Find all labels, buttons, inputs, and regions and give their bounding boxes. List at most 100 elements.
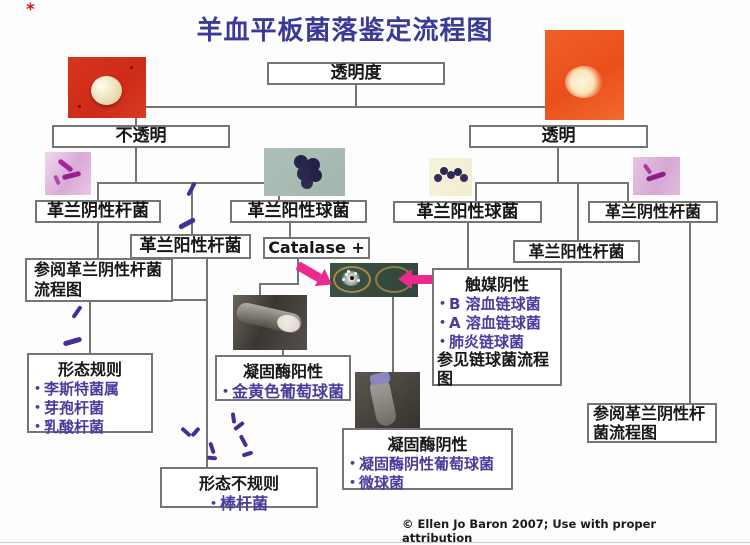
node-see-gram-neg-left: 参阅革兰阴性杆菌 流程图: [25, 258, 173, 302]
connector-line: [689, 222, 691, 405]
connector-line: [475, 182, 629, 184]
arrow-left-icon: [398, 269, 436, 289]
panel-catalase-negative: 触媒阴性 B 溶血链球菌 A 溶血链球菌 肺炎链球菌 参见链球菌流程图: [432, 268, 562, 388]
bacillus-doodle: [177, 217, 197, 230]
connector-line: [259, 283, 299, 285]
connector-line: [577, 182, 579, 241]
connector-line: [392, 296, 394, 374]
coagulase-tube-negative-photo: [355, 372, 420, 428]
panel-list: 棒杆菌: [165, 494, 313, 514]
bacillus-doodle: [230, 412, 237, 424]
gram-stain-rods-left-photo: [45, 152, 91, 195]
arrow-head: [398, 269, 412, 289]
coccus: [460, 174, 468, 182]
node-label: 不透明: [115, 126, 167, 147]
panel-morphology-regular: 形态规则 李斯特菌属 芽孢杆菌 乳酸杆菌: [27, 353, 153, 436]
connector-line: [297, 258, 299, 285]
panel-title: 触媒阴性: [464, 275, 529, 294]
node-gram-pos-rod-left: 革兰阳性杆菌: [130, 234, 251, 259]
colony: [91, 76, 122, 105]
list-item: 微球菌: [349, 474, 508, 493]
node-label: Catalase +: [268, 238, 365, 258]
connector-line: [206, 258, 208, 469]
list-item: A 溶血链球菌: [439, 314, 557, 333]
list-item: 芽孢杆菌: [34, 399, 148, 418]
stained-rod: [61, 170, 82, 181]
node-gram-pos-cocci-center: 革兰阳性球菌: [230, 200, 367, 223]
panel-footer: 参见链球菌流程图: [437, 350, 550, 388]
connector-line: [135, 147, 137, 183]
connector-line: [467, 222, 469, 270]
bacillus-doodle: [241, 450, 254, 458]
connector-line: [97, 182, 280, 184]
connector-line: [97, 222, 99, 260]
connector-line: [627, 182, 629, 202]
connector-line: [355, 84, 357, 107]
panel-title: 形态规则: [57, 360, 122, 379]
corner-mark: *: [26, 0, 35, 20]
panel-coagulase-positive: 凝固酶阳性 金黄色葡萄球菌: [215, 355, 351, 401]
connector-line: [97, 182, 99, 201]
gram-pos-cocci-cluster-photo: [264, 148, 345, 196]
connector-line: [289, 222, 291, 239]
bacillus-doodle: [180, 426, 192, 438]
center-spot: [350, 276, 354, 280]
list-item: 肺炎链球菌: [439, 333, 557, 352]
node-label-line1: 参阅革兰阴性杆菌: [34, 260, 163, 280]
coccus: [447, 171, 455, 179]
bacillus-doodle: [206, 455, 218, 461]
stained-rod: [57, 158, 74, 173]
gram-pos-cocci-chain-photo: [429, 158, 472, 196]
copyright-text: © Ellen Jo Baron 2007; Use with proper a…: [402, 517, 657, 545]
panel-list: 金黄色葡萄球菌: [220, 382, 346, 402]
coagulase-tube-positive-photo: [233, 295, 307, 350]
node-label: 透明: [541, 126, 576, 147]
node-transparency: 透明度: [267, 62, 445, 85]
bacillus-doodle: [71, 305, 83, 319]
connector-line: [282, 349, 284, 357]
node-label: 透明度: [330, 63, 382, 84]
coccus: [454, 168, 462, 176]
gram-stain-rods-right-photo: [633, 157, 680, 195]
bottom-edge-line: [0, 542, 750, 543]
coccus: [434, 174, 442, 182]
node-label: 参阅革兰阴性杆菌流程图: [593, 403, 706, 442]
panel-list: 李斯特菌属 芽孢杆菌 乳酸杆菌: [32, 380, 148, 436]
opaque-colony-plate-photo: [68, 57, 146, 118]
arrow-shaft: [412, 274, 436, 284]
node-gram-pos-cocci-right: 革兰阳性球菌: [393, 201, 542, 223]
bacillus-doodle: [208, 441, 216, 455]
coccus: [301, 177, 313, 189]
list-item: B 溶血链球菌: [439, 295, 557, 314]
node-label: 革兰阳性球菌: [247, 201, 350, 222]
node-label: 革兰阴性杆菌: [47, 201, 149, 222]
node-label: 革兰阴性杆菌: [604, 202, 701, 222]
node-label: 革兰阳性球菌: [416, 201, 519, 222]
panel-title: 形态不规则: [198, 474, 279, 493]
coccus: [294, 155, 308, 169]
bacillus-doodle: [62, 336, 83, 347]
panel-morphology-irregular: 形态不规则 棒杆菌: [160, 467, 318, 513]
node-catalase-positive: Catalase +: [263, 237, 370, 259]
bacillus-doodle: [238, 434, 249, 448]
list-item: 乳酸杆菌: [34, 418, 148, 437]
bacillus-doodle: [190, 426, 201, 438]
panel-title: 凝固酶阴性: [387, 435, 468, 454]
panel-title: 凝固酶阳性: [242, 362, 323, 381]
node-gram-pos-rod-right: 革兰阳性杆菌: [513, 240, 640, 263]
node-label: 革兰阳性杆菌: [139, 236, 242, 257]
connector-line: [191, 182, 193, 235]
colony-zone: [333, 266, 371, 293]
connector-line: [89, 301, 91, 355]
catalase-bubbles: [345, 273, 348, 276]
panel-list: 凝固酶阴性葡萄球菌 微球菌: [347, 455, 508, 493]
node-see-gram-neg-right: 参阅革兰阴性杆菌流程图: [587, 403, 717, 443]
speck: [130, 66, 133, 69]
panel-list: B 溶血链球菌 A 溶血链球菌 肺炎链球菌: [437, 295, 557, 351]
connector-line: [557, 147, 559, 184]
colony: [565, 66, 603, 98]
node-gram-neg-rod-left: 革兰阴性杆菌: [35, 200, 161, 223]
list-item: 凝固酶阴性葡萄球菌: [349, 455, 508, 474]
coccus: [309, 169, 322, 182]
